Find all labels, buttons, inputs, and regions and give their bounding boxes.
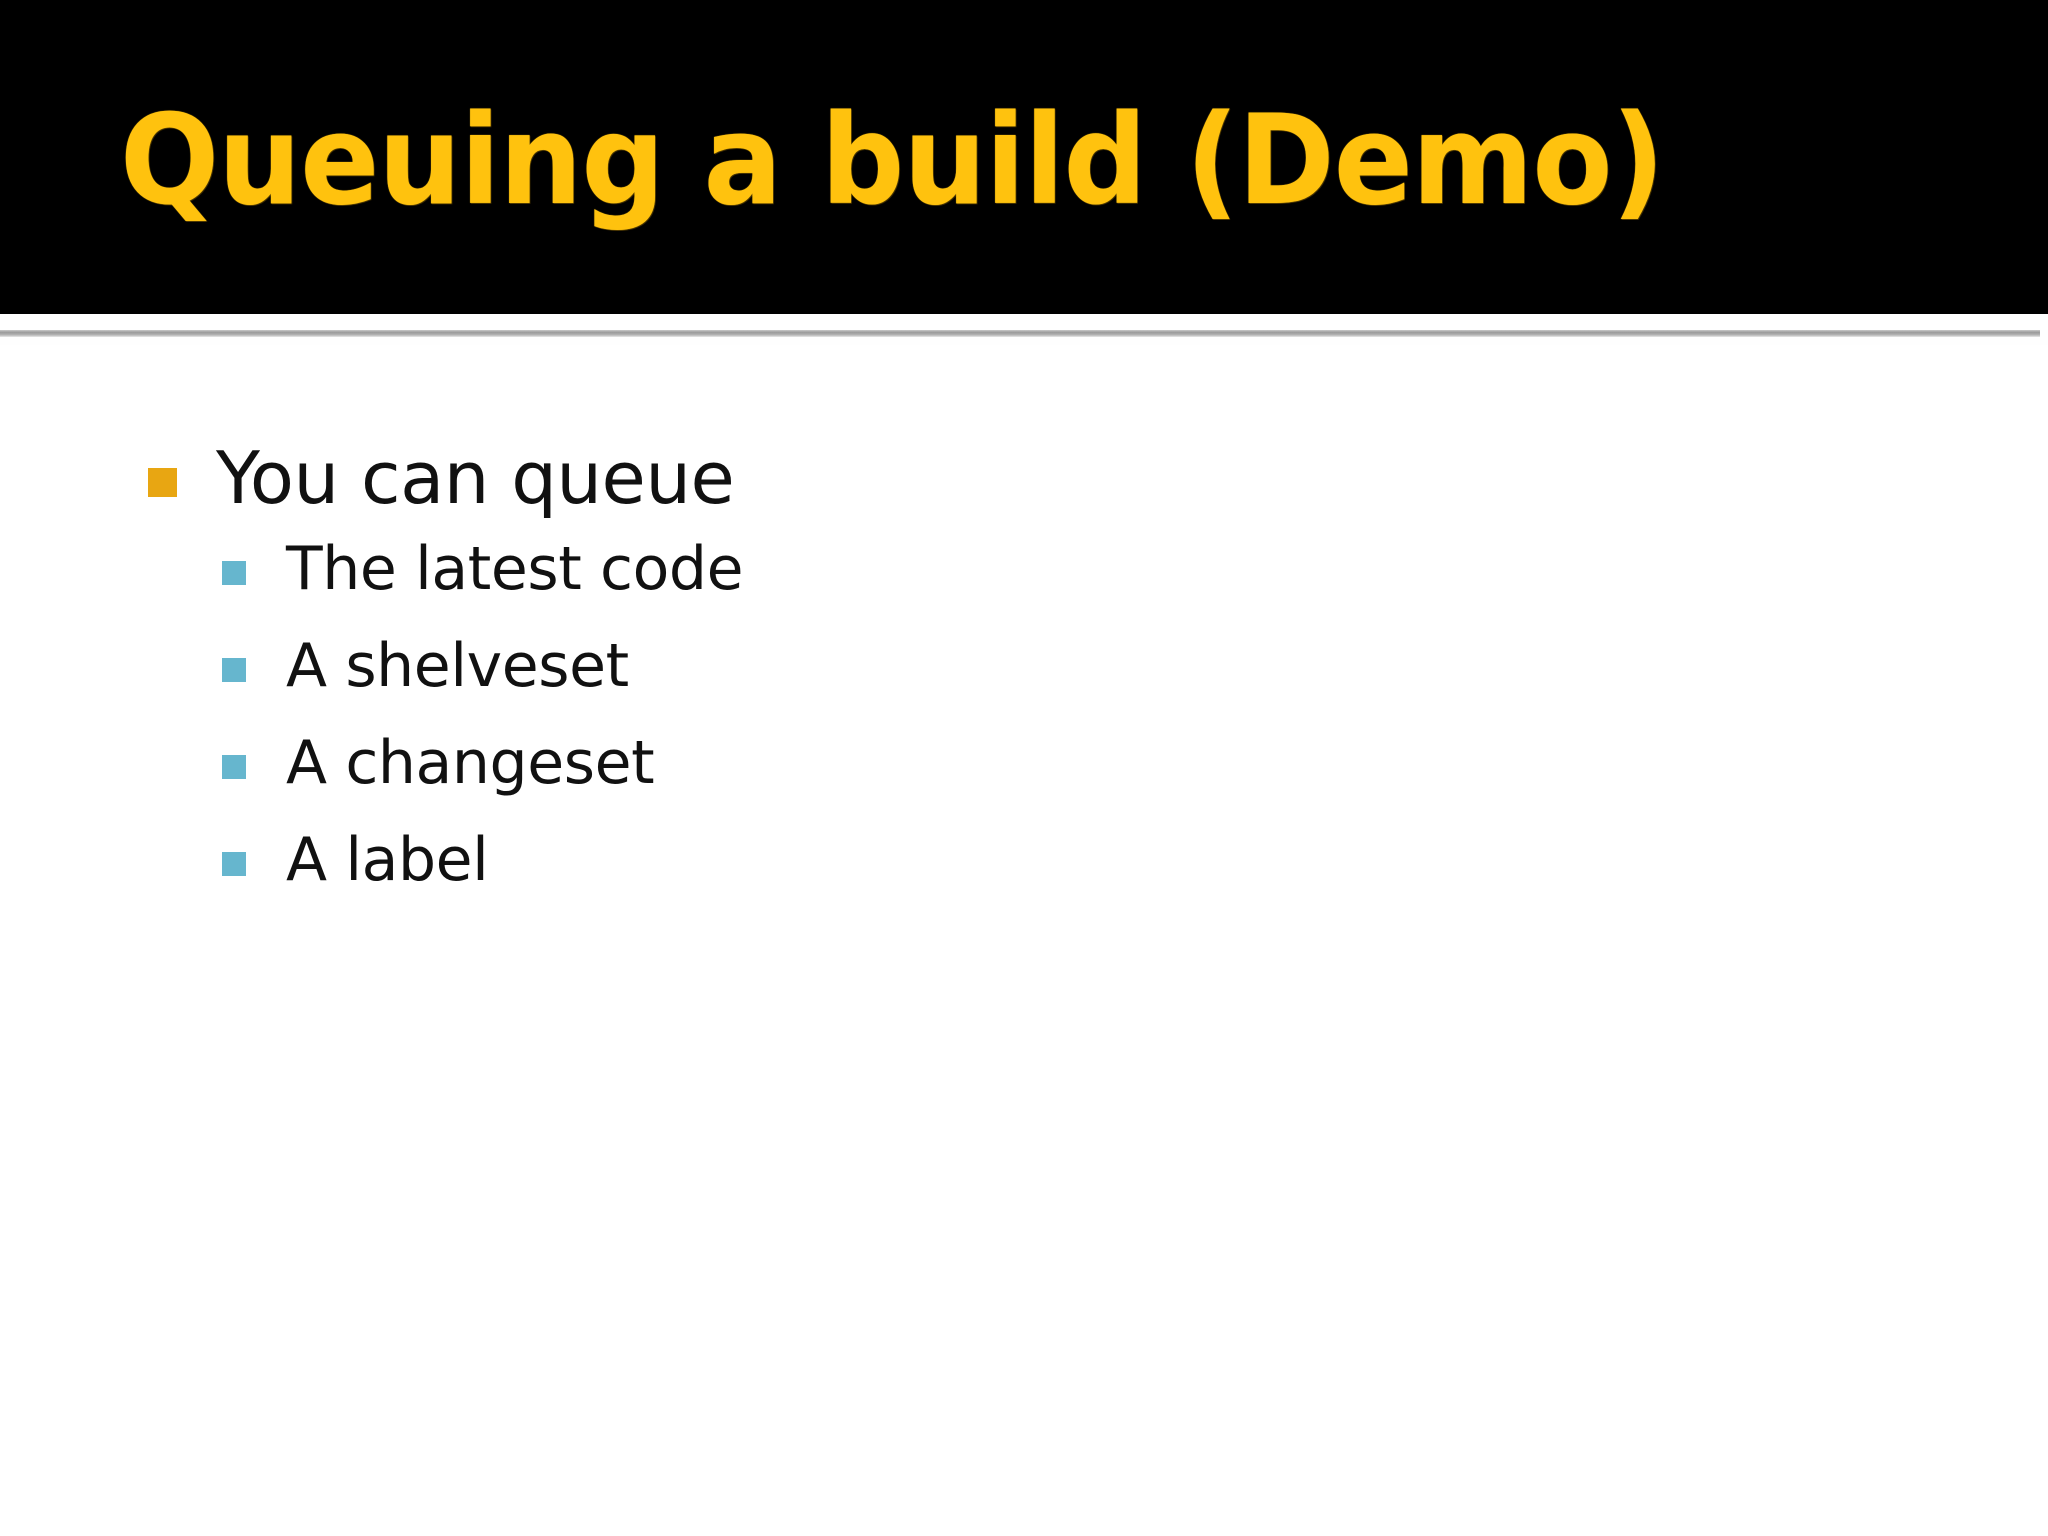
divider-gap <box>0 314 2048 330</box>
list-item-label: A changeset <box>286 728 655 798</box>
list-item: A label <box>0 825 2048 896</box>
list-item: You can queue <box>0 438 2048 519</box>
list-item-label: You can queue <box>216 436 735 520</box>
teal-square-bullet-icon <box>222 657 246 682</box>
slide-body: You can queue The latest code A shelvese… <box>0 345 2048 1536</box>
list-item-label: A label <box>286 825 489 896</box>
teal-square-bullet-icon <box>222 852 246 877</box>
list-item-label: The latest code <box>286 533 744 604</box>
orange-square-bullet-icon <box>148 468 177 497</box>
bullet-list: You can queue The latest code A shelvese… <box>0 345 2048 894</box>
list-item: A changeset <box>0 728 2048 798</box>
title-divider-rule <box>0 330 2040 337</box>
slide-title: Queuing a build (Demo) <box>120 89 1665 233</box>
list-item: The latest code <box>0 533 2048 604</box>
list-item-label: A shelveset <box>286 630 629 701</box>
teal-square-bullet-icon <box>222 560 246 585</box>
list-item: A shelveset <box>0 630 2048 701</box>
title-banner: Queuing a build (Demo) <box>0 0 2048 314</box>
teal-square-bullet-icon <box>222 755 246 779</box>
